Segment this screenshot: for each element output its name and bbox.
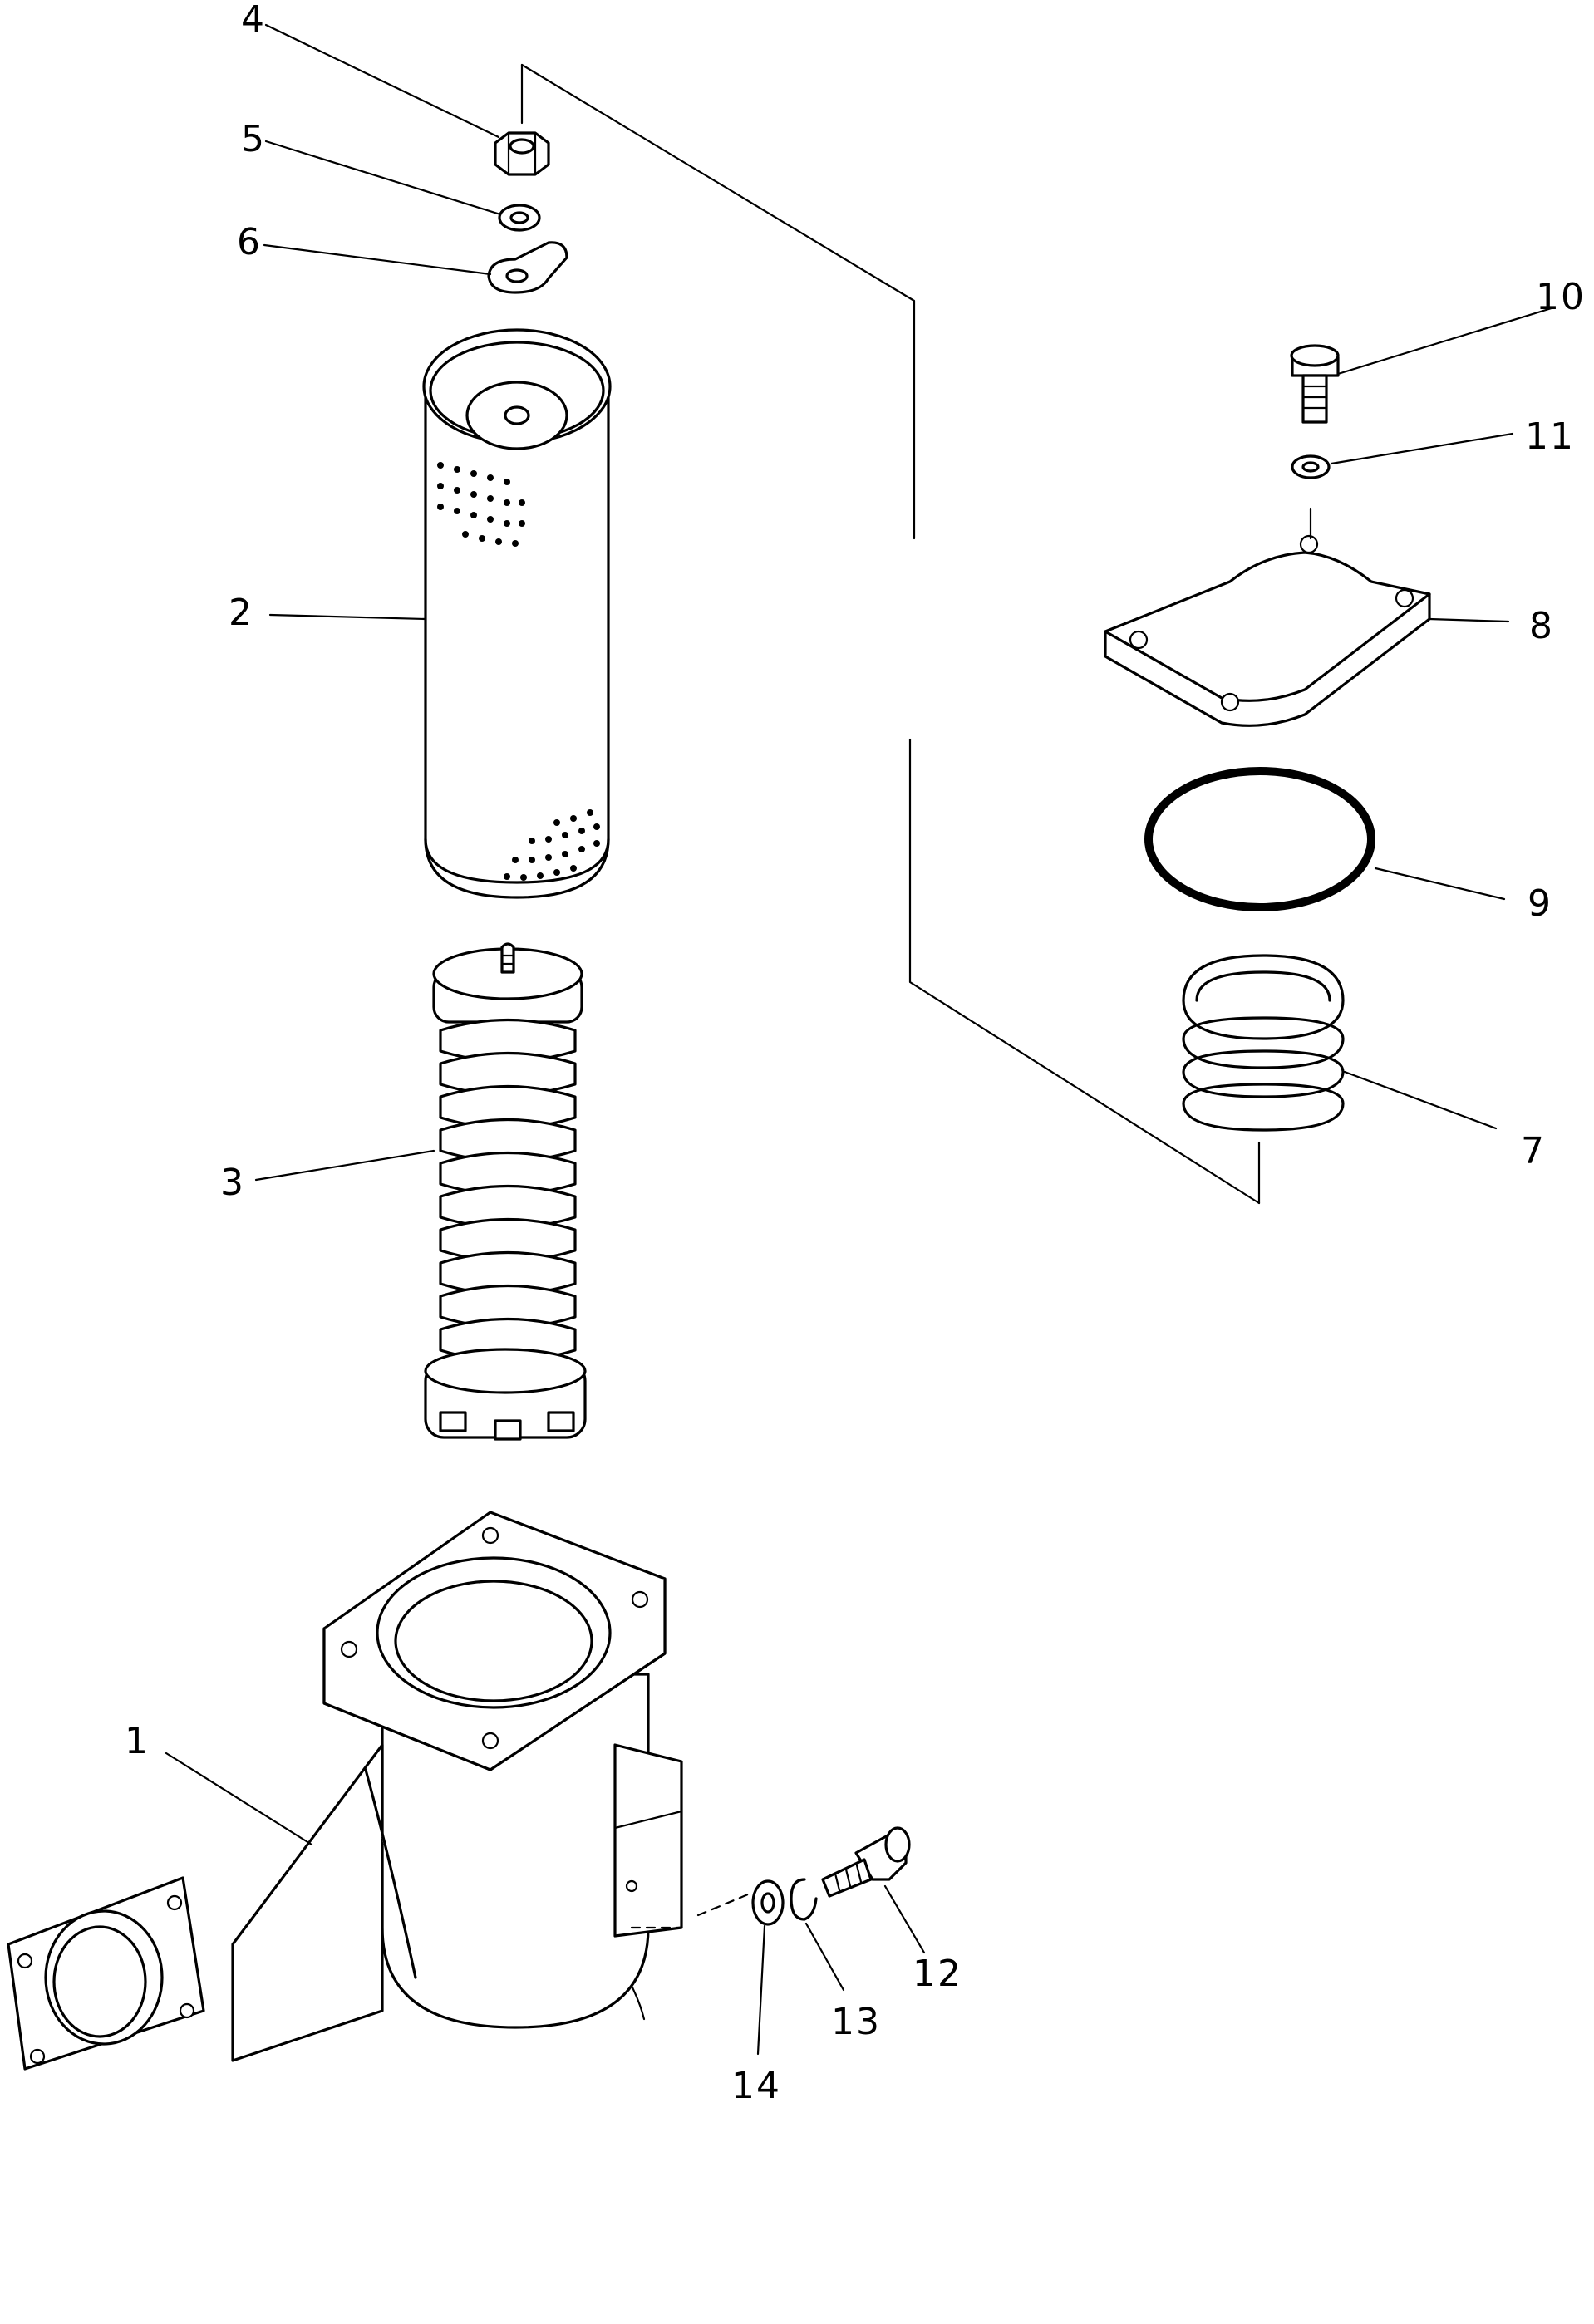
leader-lines — [165, 23, 1556, 2056]
callout-12: 12 — [913, 1953, 962, 1995]
part-2-filter-element[interactable] — [422, 328, 612, 899]
callout-6: 6 — [237, 221, 262, 263]
callout-8: 8 — [1529, 605, 1554, 647]
part-13-lock-washer[interactable] — [790, 1878, 818, 1921]
callout-9: 9 — [1528, 882, 1552, 925]
part-14-washer[interactable] — [751, 1879, 785, 1926]
part-4-nut[interactable] — [494, 131, 550, 176]
part-11-washer[interactable] — [1291, 454, 1331, 540]
callout-14: 14 — [731, 2065, 781, 2107]
callout-13: 13 — [831, 2001, 881, 2043]
callout-2: 2 — [229, 592, 253, 634]
callout-10: 10 — [1536, 276, 1586, 318]
hidden-axis-line — [630, 1893, 750, 1929]
assembly-bracket-line — [520, 63, 1261, 1205]
part-7-spring[interactable] — [1182, 954, 1345, 1132]
callout-3: 3 — [220, 1162, 245, 1204]
part-8-cover[interactable] — [1104, 534, 1431, 727]
callout-7: 7 — [1521, 1130, 1546, 1172]
callout-4: 4 — [241, 0, 266, 41]
part-12-bolt[interactable] — [821, 1826, 911, 1898]
callout-5: 5 — [241, 118, 266, 160]
part-10-bolt[interactable] — [1290, 344, 1340, 424]
callout-11: 11 — [1525, 415, 1575, 458]
filter-perforation-holes — [437, 462, 600, 881]
callout-1: 1 — [125, 1720, 150, 1762]
part-9-o-ring[interactable] — [1144, 767, 1375, 911]
part-6-lock-plate[interactable] — [487, 241, 568, 294]
part-5-washer[interactable] — [498, 204, 541, 232]
part-1-filter-case[interactable] — [7, 1511, 683, 2071]
callout-labels: 4 5 6 2 3 1 10 11 8 9 7 12 13 14 — [125, 0, 1586, 2107]
part-3-inner-element[interactable] — [424, 942, 587, 1441]
pleat-rings — [439, 1018, 577, 1363]
